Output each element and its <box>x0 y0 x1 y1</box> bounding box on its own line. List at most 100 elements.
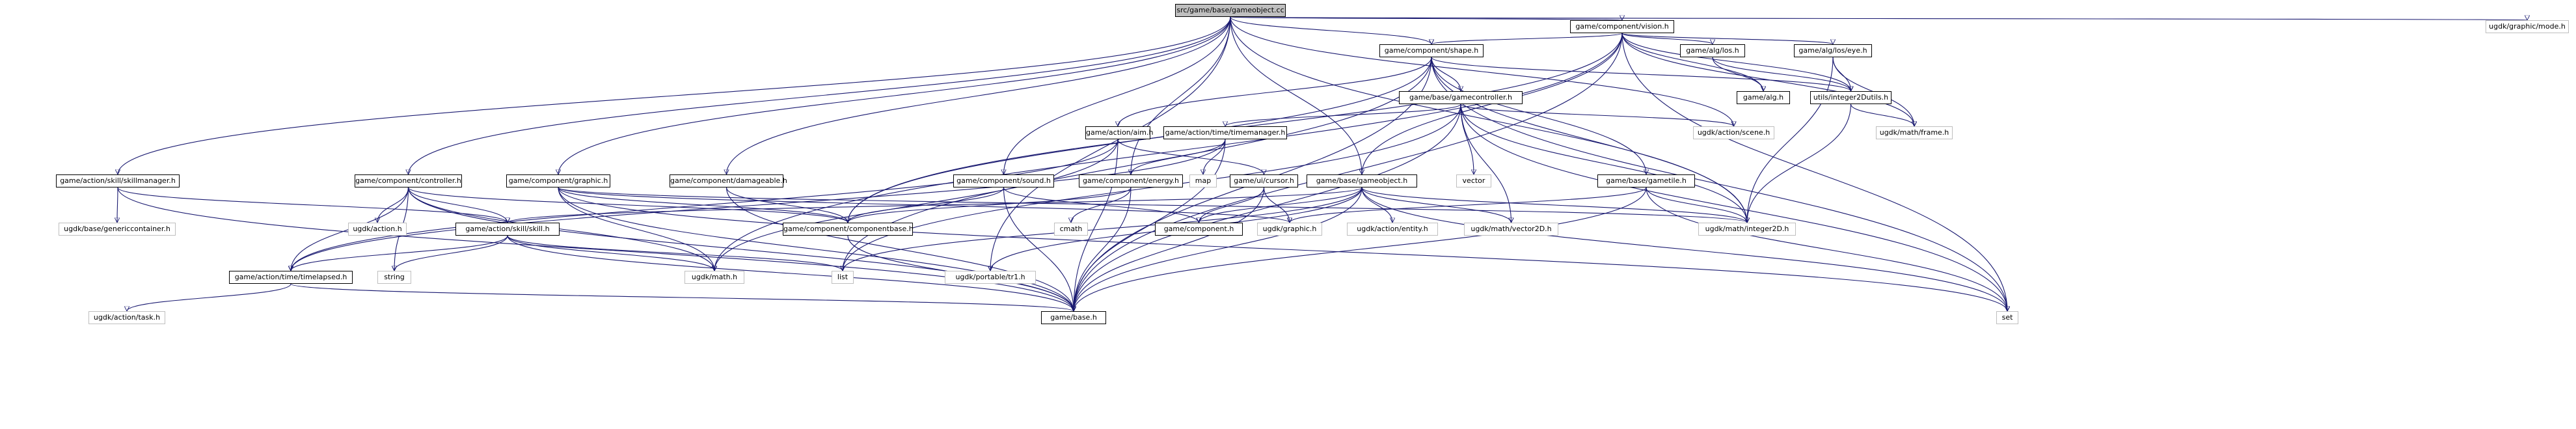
node-genericcontainer[interactable]: ugdk/base/genericcontainer.h <box>59 223 176 236</box>
edge-gameobject-h-to-ugdk-math-integer2d <box>1361 187 1747 223</box>
edge-integer2dutils-to-ugdk-math-integer2d <box>1747 104 1852 223</box>
edge-integer2dutils-to-ugdk-math-frame <box>1850 104 1915 127</box>
node-map[interactable]: map <box>1189 174 1217 187</box>
node-gametile[interactable]: game/base/gametile.h <box>1597 174 1695 187</box>
node-ugdk-action-scene[interactable]: ugdk/action/scene.h <box>1693 126 1774 139</box>
node-skill[interactable]: game/action/skill/skill.h <box>455 223 560 236</box>
node-energy[interactable]: game/component/energy.h <box>1079 174 1183 187</box>
node-timemanager[interactable]: game/action/time/timemanager.h <box>1163 126 1287 139</box>
node-alg[interactable]: game/alg.h <box>1737 91 1790 104</box>
node-timelapsed[interactable]: game/action/time/timelapsed.h <box>229 271 353 284</box>
edge-graphic-to-ugdk-math-h <box>558 187 714 271</box>
edge-root-gameobject-cc-to-sound <box>1004 16 1231 174</box>
edge-root-gameobject-cc-to-skillmanager <box>118 16 1231 174</box>
edge-graphic-to-componentbase <box>558 187 848 223</box>
edge-skill-to-game-base-h <box>507 235 1074 312</box>
node-controller[interactable]: game/component/controller.h <box>355 174 462 187</box>
node-ugdk-action-entity[interactable]: ugdk/action/entity.h <box>1347 223 1438 236</box>
edge-vision-to-ugdk-math-h <box>714 33 1623 271</box>
edge-gameobject-h-to-ugdk-math-vector2d <box>1361 187 1512 223</box>
edge-skillmanager-to-game-base-h <box>117 187 1074 311</box>
edge-energy-to-cmath <box>1071 187 1132 223</box>
edge-shape-to-componentbase <box>848 57 1432 223</box>
edge-shape-to-aim <box>1118 57 1432 127</box>
node-ugdk-math-frame[interactable]: ugdk/math/frame.h <box>1876 126 1953 139</box>
node-aim[interactable]: game/action/aim.h <box>1085 126 1153 139</box>
edge-shape-to-ugdk-math-integer2d <box>1431 57 1747 223</box>
node-componentbase[interactable]: game/component/componentbase.h <box>783 223 914 236</box>
edge-gameobject-h-to-ugdk-action-entity <box>1361 187 1392 223</box>
node-root-gameobject-cc[interactable]: src/game/base/gameobject.cc <box>1175 4 1286 17</box>
node-ugdk-action-task[interactable]: ugdk/action/task.h <box>88 311 165 324</box>
edge-root-gameobject-cc-to-ugdk-graphic-mode <box>1230 17 2527 20</box>
edge-root-gameobject-cc-to-gameobject-h <box>1230 16 1362 174</box>
node-gameobject-h[interactable]: game/base/gameobject.h <box>1307 174 1417 187</box>
node-los[interactable]: game/alg/los.h <box>1680 44 1745 57</box>
edge-timemanager-to-map <box>1203 139 1226 174</box>
edge-sound-to-game-base-h <box>1003 187 1074 311</box>
node-sound[interactable]: game/component/sound.h <box>953 174 1054 187</box>
node-ugdk-math-vector2d[interactable]: ugdk/math/vector2D.h <box>1464 223 1558 236</box>
node-game-base-h[interactable]: game/base.h <box>1041 311 1106 324</box>
node-ugdk-math-integer2d[interactable]: ugdk/math/integer2D.h <box>1698 223 1796 236</box>
edge-gameobject-h-to-component-h <box>1199 187 1363 223</box>
node-set[interactable]: set <box>1996 311 2018 324</box>
edge-timemanager-to-energy <box>1131 139 1226 175</box>
node-vision[interactable]: game/component/vision.h <box>1570 20 1674 33</box>
node-cmath[interactable]: cmath <box>1054 223 1088 236</box>
edge-vision-to-alg <box>1621 33 1763 91</box>
edge-root-gameobject-cc-to-energy <box>1131 16 1231 174</box>
node-vector[interactable]: vector <box>1456 174 1491 187</box>
edge-aim-to-game-base-h <box>1074 139 1119 311</box>
edge-vision-to-integer2dutils <box>1621 33 1851 92</box>
edge-cursor-to-component-h <box>1199 187 1265 223</box>
node-graphic[interactable]: game/component/graphic.h <box>506 174 610 187</box>
node-damageable[interactable]: game/component/damageable.h <box>670 174 787 187</box>
node-ugdk-portable-tr1[interactable]: ugdk/portable/tr1.h <box>945 271 1036 284</box>
edge-controller-to-ugdk-math-h <box>407 187 715 271</box>
node-shape[interactable]: game/component/shape.h <box>1379 44 1484 57</box>
edge-gamecontroller-to-set <box>1460 104 2007 311</box>
edge-gamecontroller-to-ugdk-action-scene <box>1460 104 1734 127</box>
edge-graphic-to-set <box>558 187 2007 311</box>
edge-skillmanager-to-skill <box>117 187 508 223</box>
node-skillmanager[interactable]: game/action/skill/skillmanager.h <box>56 174 180 187</box>
edge-timemanager-to-timelapsed <box>291 139 1226 271</box>
node-integer2dutils[interactable]: utils/integer2Dutils.h <box>1810 91 1891 104</box>
edge-controller-to-componentbase <box>407 187 848 223</box>
edge-vision-to-eye <box>1621 33 1833 45</box>
edge-gametile-to-ugdk-graphic-h <box>1290 187 1647 223</box>
edge-gamecontroller-to-timemanager <box>1225 104 1461 127</box>
edge-root-gameobject-cc-to-vision <box>1230 17 1622 20</box>
node-ugdk-math-h[interactable]: ugdk/math.h <box>685 271 744 284</box>
edge-shape-to-gametile <box>1431 57 1646 174</box>
node-component-h[interactable]: game/component.h <box>1155 223 1243 236</box>
node-list[interactable]: list <box>832 271 854 284</box>
edge-los-to-integer2dutils <box>1712 57 1851 92</box>
node-ugdk-action-h[interactable]: ugdk/action.h <box>348 223 407 236</box>
edge-graphic-to-game-base-h <box>558 187 1074 311</box>
edge-vision-to-los <box>1621 33 1713 45</box>
edge-controller-to-ugdk-action-h <box>377 187 409 223</box>
edge-gametile-to-game-base-h <box>1074 187 1647 311</box>
edge-skill-to-ugdk-math-h <box>507 235 714 271</box>
edge-root-gameobject-cc-to-ugdk-math-integer2d <box>1230 16 1747 223</box>
node-eye[interactable]: game/alg/los/eye.h <box>1794 44 1872 57</box>
edge-shape-to-set <box>1431 57 2007 311</box>
edge-gameobject-h-to-game-base-h <box>1074 187 1363 311</box>
node-ugdk-graphic-mode[interactable]: ugdk/graphic/mode.h <box>2486 20 2569 33</box>
edge-gameobject-h-to-set <box>1361 187 2007 311</box>
edge-eye-to-ugdk-math-integer2d <box>1747 57 1834 223</box>
edge-vision-to-set <box>1621 33 2007 311</box>
node-ugdk-graphic-h[interactable]: ugdk/graphic.h <box>1257 223 1322 236</box>
edge-vision-to-game-base-h <box>1074 33 1623 311</box>
edge-cursor-to-game-base-h <box>1074 187 1265 311</box>
node-gamecontroller[interactable]: game/base/gamecontroller.h <box>1399 91 1523 104</box>
edge-root-gameobject-cc-to-controller <box>409 16 1231 174</box>
edge-root-gameobject-cc-to-damageable <box>727 16 1231 174</box>
edge-vision-to-shape <box>1431 33 1623 45</box>
node-cursor[interactable]: game/ui/cursor.h <box>1230 174 1298 187</box>
node-string[interactable]: string <box>377 271 411 284</box>
edge-energy-to-componentbase <box>848 187 1132 223</box>
